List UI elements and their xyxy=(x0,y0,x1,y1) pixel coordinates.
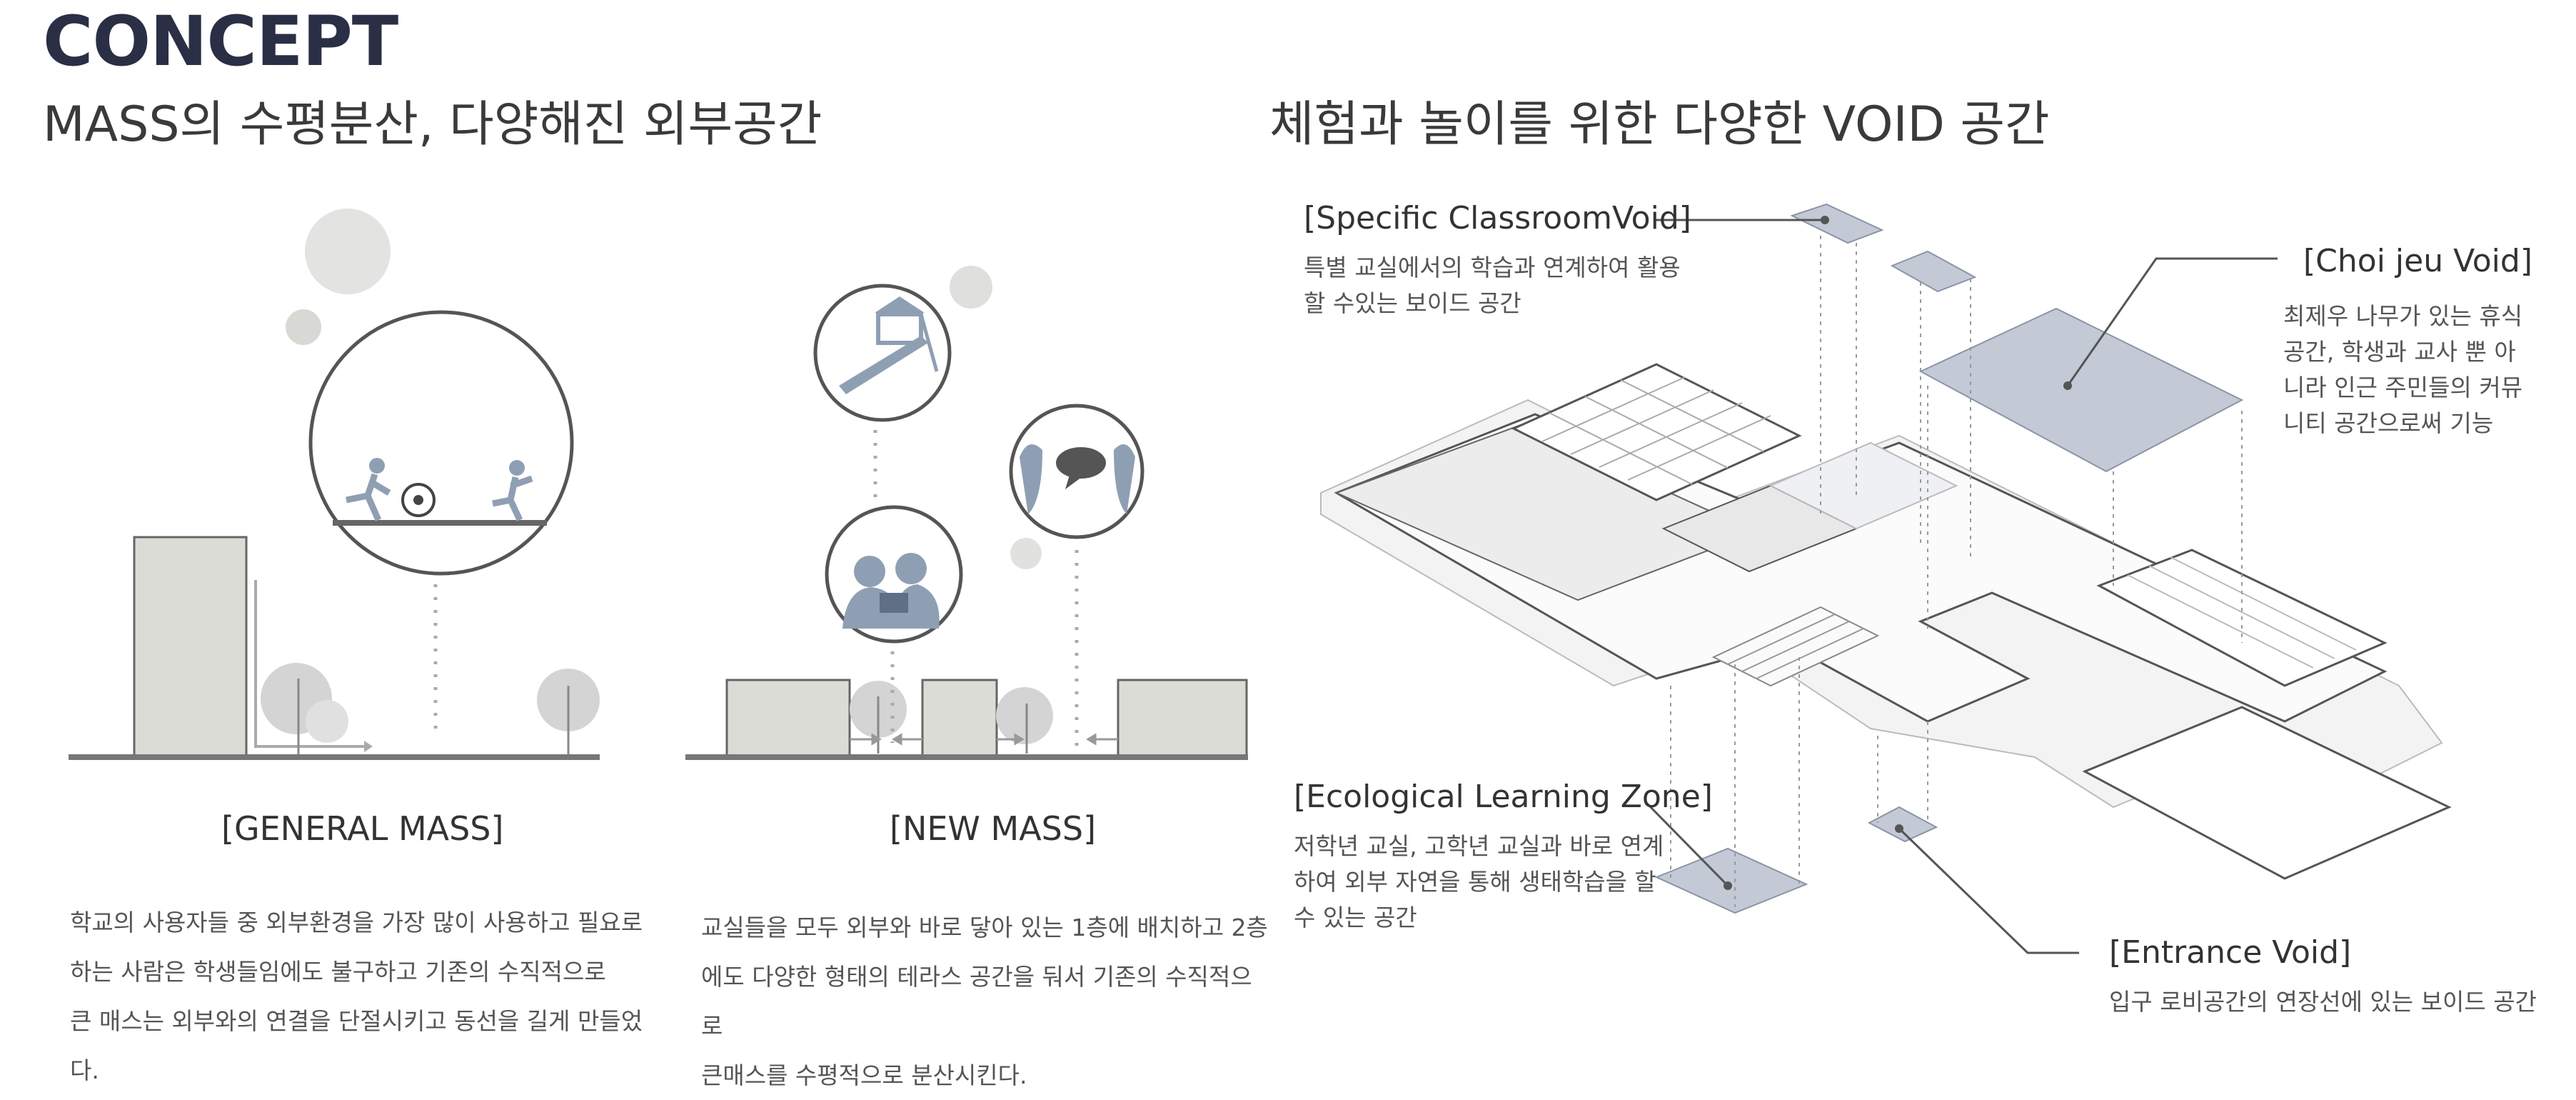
void-subtitle: 체험과 놀이를 위한 다양한 VOID 공간 xyxy=(1269,96,2050,153)
isometric-void-diagram xyxy=(1320,203,2452,954)
ecological-zone-slab xyxy=(1654,847,1808,914)
bubble-decoration xyxy=(286,309,321,345)
choi-jeu-void-title: [Choi jeu Void] xyxy=(2303,243,2532,279)
new-mass-illustration xyxy=(685,266,1248,760)
bubble-decoration xyxy=(1010,538,1042,569)
long-circulation-arrow xyxy=(254,580,364,748)
general-mass-illustration xyxy=(69,209,600,760)
specific-classroom-void-slab xyxy=(1790,203,1884,244)
low-mass-block xyxy=(725,679,851,759)
specific-classroom-void-desc: 특별 교실에서의 학습과 연계하여 활용 할 수있는 보이드 공간 xyxy=(1304,254,1681,317)
bubble-decoration xyxy=(950,266,992,309)
general-mass-label: [GENERAL MASS] xyxy=(221,809,504,848)
new-mass-label: [NEW MASS] xyxy=(890,809,1097,848)
choi-jeu-void-slab xyxy=(1918,307,2244,473)
general-mass-description: 학교의 사용자들 중 외부환경을 가장 많이 사용하고 필요로 하는 사람은 학… xyxy=(70,909,643,1084)
concept-diagram xyxy=(69,203,2452,954)
tree-icon xyxy=(306,700,348,743)
new-mass-description: 교실들을 모두 외부와 바로 닿아 있는 1층에 배치하고 2층 에도 다양한 … xyxy=(701,914,1268,1089)
mass-subtitle: MASS의 수평분산, 다양해진 외부공간 xyxy=(43,96,822,153)
tall-mass-block xyxy=(133,536,248,760)
specific-classroom-void-slab xyxy=(1890,250,1977,293)
choi-jeu-void-desc: 최제우 나무가 있는 휴식 공간, 학생과 교사 뿐 아 니라 인근 주민들의 … xyxy=(2283,302,2523,437)
tree-icon xyxy=(996,687,1053,744)
player-icon xyxy=(509,460,525,476)
concept-title: CONCEPT xyxy=(43,1,398,81)
ecological-zone-title: [Ecological Learning Zone] xyxy=(1294,779,1713,815)
entrance-void-title: [Entrance Void] xyxy=(2109,934,2352,971)
entrance-void-desc: 입구 로비공간의 연장선에 있는 보이드 공간 xyxy=(2109,988,2537,1016)
playground-bubble xyxy=(813,284,952,422)
football-scene-bubble xyxy=(308,310,574,576)
low-mass-block xyxy=(1117,679,1248,759)
player-icon xyxy=(369,458,385,474)
bubble-decoration xyxy=(305,209,391,294)
specific-classroom-void-title: [Specific ClassroomVoid] xyxy=(1304,200,1691,236)
entrance-void-slab xyxy=(1867,806,1938,843)
ecological-zone-desc: 저학년 교실, 고학년 교실과 바로 연계 하여 외부 자연을 통해 생태학습을… xyxy=(1294,832,1664,931)
low-mass-block xyxy=(921,679,998,759)
